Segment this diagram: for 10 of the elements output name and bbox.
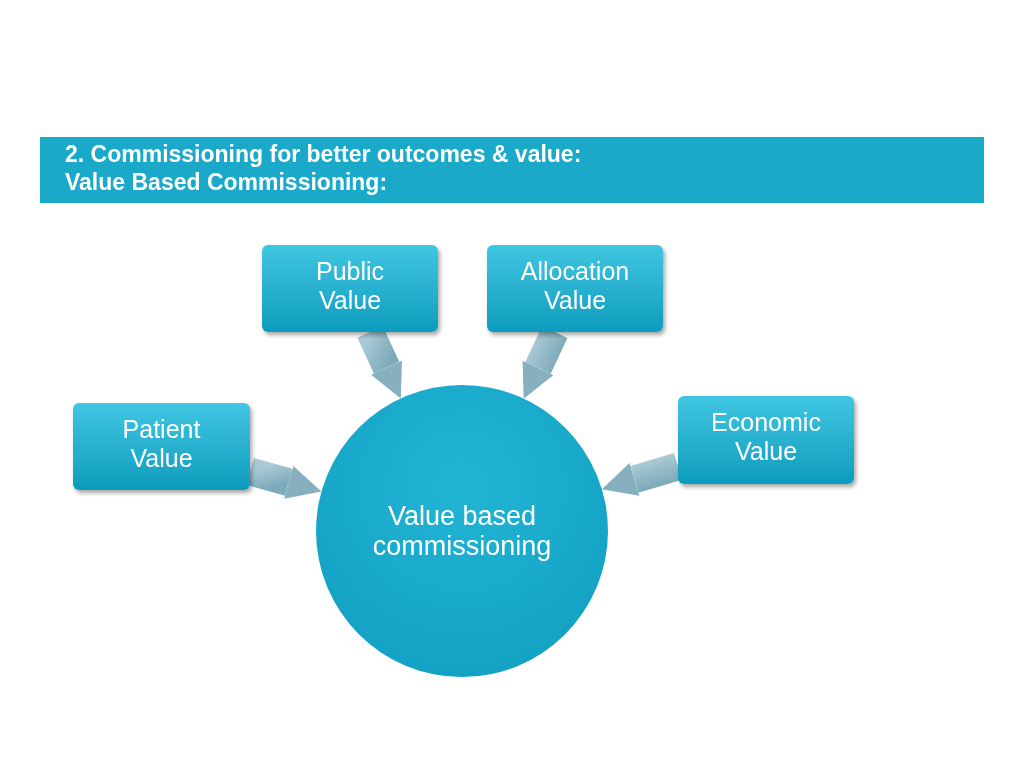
node-label: Public Value	[314, 257, 386, 315]
node-label: Value based commissioning	[371, 501, 553, 561]
node-label: Allocation Value	[519, 257, 631, 315]
value-box	[73, 403, 250, 490]
value-box	[262, 245, 438, 332]
node-label: Economic Value	[710, 408, 822, 466]
value-box	[678, 396, 854, 484]
value-box	[487, 245, 663, 332]
title-text: 2. Commissioning for better outcomes & value: Value Based Commissioning:	[65, 140, 583, 196]
node-label: Patient Value	[121, 415, 202, 473]
